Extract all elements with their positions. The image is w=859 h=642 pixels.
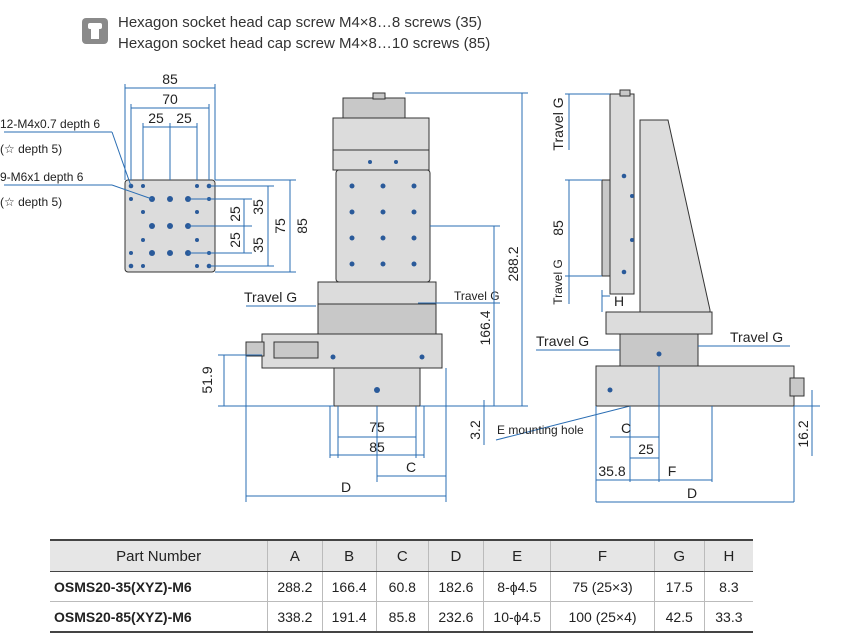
cell-part-number: OSMS20-85(XYZ)-M6 [50,601,268,633]
top-view: 85 70 25 25 25 25 35 35 75 85 12-M4x0.7 … [0,71,310,273]
dim-front-3: 3.2 [467,420,483,440]
side-dim-C: C [621,420,631,436]
dim-front-288: 288.2 [505,246,521,281]
bracket [317,281,437,305]
dim-top-h85: 85 [294,218,310,234]
th-H: H [703,539,753,572]
spec-table: Part Number A B C D E F G H OSMS20-35(XY… [50,539,753,633]
dim-top-h35a: 35 [250,199,266,215]
legend-line-2: Hexagon socket head cap screw M4×8…10 sc… [118,35,491,52]
side-dim-85: 85 [550,220,566,236]
front-view: Travel G Travel G 288.2 166.4 51.9 3.2 7… [199,92,631,502]
callout-m4-line2: (☆ depth 5) [0,142,62,156]
side-dim-F: F [668,463,677,479]
callout-m4-line1: 12-M4x0.7 depth 6 [0,117,100,131]
side-travel-left: Travel G [536,333,589,349]
side-dim-25: 25 [638,441,654,457]
side-travel-right: Travel G [730,329,783,345]
legend-line-1: Hexagon socket head cap screw M4×8…8 scr… [118,14,482,31]
th-part-number: Part Number [50,539,268,572]
dim-top-25a: 25 [148,110,164,126]
technical-drawing: 85 70 25 25 25 25 35 35 75 85 12-M4x0.7 … [0,71,820,503]
th-G: G [653,539,705,572]
connector [273,341,319,359]
dim-top-h25b: 25 [227,232,243,248]
cell-G: 42.5 [653,601,705,633]
side-dim-16-2: 16.2 [795,420,811,447]
side-travel-v2: Travel G [551,259,565,305]
cell-C: 60.8 [375,571,429,602]
dim-front-C: C [406,459,416,475]
cell-part-number: OSMS20-35(XYZ)-M6 [50,571,268,602]
cell-D: 182.6 [427,571,484,602]
dim-front-D: D [341,479,351,495]
dim-top-25b: 25 [176,110,192,126]
cell-D: 232.6 [427,601,484,633]
cell-F: 100 (25×4) [550,601,655,633]
cell-H: 33.3 [703,601,753,633]
th-B: B [321,539,377,572]
dim-top-85: 85 [162,71,178,87]
front-travel-1: Travel G [244,289,297,305]
th-A: A [267,539,323,572]
side-dim-D: D [687,485,697,501]
dim-top-h75: 75 [272,218,288,234]
cell-C: 85.8 [375,601,429,633]
cell-H: 8.3 [703,571,753,602]
dim-top-70: 70 [162,91,178,107]
side-carriage [605,311,713,335]
mounting-hole-label: E mounting hole [497,423,584,437]
cell-A: 288.2 [267,571,323,602]
callout-m6-line2: (☆ depth 5) [0,195,62,209]
table-header-row: Part Number A B C D E F G H [50,539,753,572]
side-dim-H: H [614,293,624,309]
dim-top-h25a: 25 [227,206,243,222]
side-z-stage [609,93,635,295]
side-travel-v1: Travel G [550,97,566,150]
th-E: E [483,539,551,572]
cell-G: 17.5 [653,571,705,602]
table-row: OSMS20-35(XYZ)-M6 288.2 166.4 60.8 182.6… [50,571,753,602]
cell-E: 8-ϕ4.5 [483,571,551,602]
th-D: D [427,539,484,572]
th-F: F [550,539,655,572]
cell-B: 166.4 [321,571,377,602]
dim-top-h35b: 35 [250,237,266,253]
th-C: C [375,539,429,572]
table-row: OSMS20-85(XYZ)-M6 338.2 191.4 85.8 232.6… [50,601,753,633]
dim-front-51: 51.9 [199,366,215,393]
screw-icon [82,18,108,44]
side-dim-35-8: 35.8 [598,463,625,479]
z-upper [332,117,430,151]
cell-F: 75 (25×3) [550,571,655,602]
callout-m6-line1: 9-M6x1 depth 6 [0,170,84,184]
front-travel-2: Travel G [454,289,500,303]
dim-front-166: 166.4 [477,310,493,345]
cell-E: 10-ϕ4.5 [483,601,551,633]
front-view-holes [349,160,417,267]
side-view: Travel G 85 Travel G H Travel G Travel G… [536,89,820,503]
cell-B: 191.4 [321,601,377,633]
side-bracket [639,119,711,331]
cell-A: 338.2 [267,601,323,633]
side-base [595,365,795,407]
